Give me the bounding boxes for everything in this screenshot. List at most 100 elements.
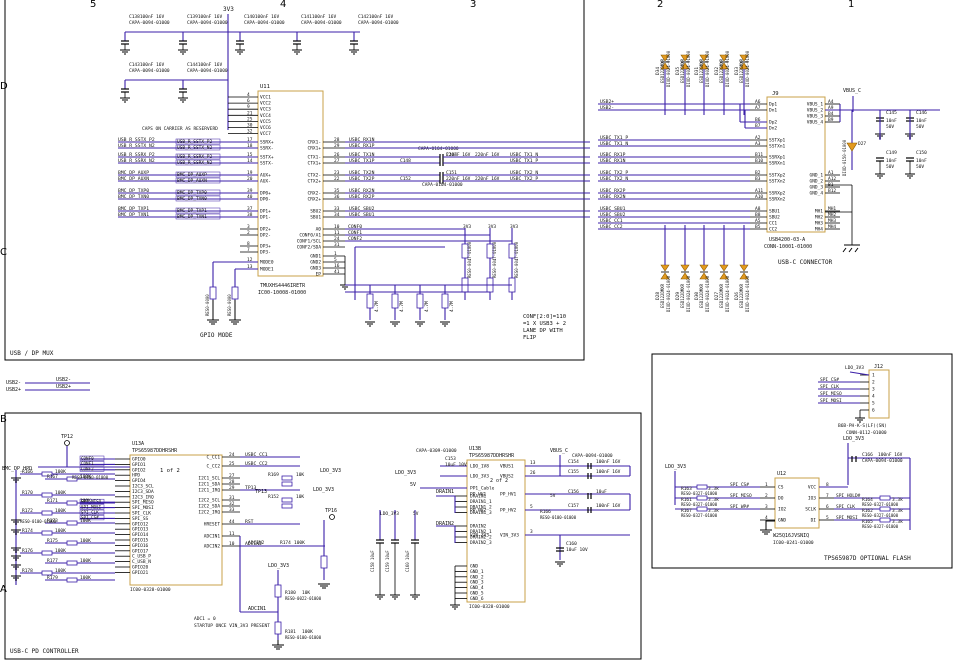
mux-right-net: USBC_SBU2 bbox=[349, 206, 375, 212]
flash-right-pin-name: SCLK bbox=[805, 507, 816, 513]
esd-part: ESD122DMXR bbox=[719, 283, 724, 308]
esd-ref: D29 bbox=[675, 292, 681, 300]
pd-res-val: 100K bbox=[80, 498, 91, 504]
tvs-diode bbox=[846, 142, 858, 152]
connector-right-pin-num: A12 bbox=[828, 176, 836, 182]
pd-left-pin-name: SPI_MISO bbox=[132, 500, 154, 506]
mux-left-pin-num: 15 bbox=[247, 152, 253, 158]
mux-right-pin-num: 24 bbox=[334, 236, 340, 242]
mux-series-cap-ref: C148 bbox=[400, 158, 411, 164]
mux-right-wiring: USBC_TX1_NUSBC_TX1_PUSBC_TX2_NUSBC_TX2_P… bbox=[345, 137, 590, 341]
mux-body bbox=[257, 90, 324, 277]
conf-note-3: LANE DP WITH bbox=[523, 328, 563, 334]
pd-drain-pin: DRAIN1_1 bbox=[470, 499, 492, 505]
mux-left-pin-num: 19 bbox=[247, 170, 253, 176]
pd-frame bbox=[4, 412, 642, 660]
flash-res-right-ref: R165 bbox=[862, 519, 873, 525]
mux-vcc-pin-num: 4 bbox=[247, 92, 250, 98]
mux-right-pin-name: CTX1- bbox=[308, 155, 322, 161]
pd-res-ref: R167 bbox=[47, 474, 58, 480]
pd-b-power-pin: LDO_1V8 bbox=[470, 464, 489, 470]
mux-right-pin-name: CRX1+ bbox=[308, 146, 322, 152]
usb2-in-plus: USB2+ bbox=[6, 387, 21, 393]
pd-b-hcap-ref: C155 bbox=[568, 469, 579, 475]
section-usb-dp-mux: USB / DP MUX bbox=[10, 350, 54, 357]
connector-left-pin-num: A3 bbox=[755, 141, 761, 147]
mux-cap-label: C143100nF 16V bbox=[129, 62, 165, 68]
pd-b-power-pin: PP_HV1 bbox=[470, 492, 487, 498]
mux-right-pin-name: CONF2/SDA bbox=[297, 245, 322, 251]
mux-cap-pn: CAPA-0094-01000 bbox=[301, 20, 342, 26]
pd-res-ref: R179 bbox=[47, 575, 58, 581]
usb2-in-minus: USB2- bbox=[6, 380, 21, 386]
mux-left-net-tag: BMC_DP_TXN0 bbox=[177, 196, 207, 202]
pd-gnd-pin: GND_1 bbox=[470, 569, 484, 575]
pd-gnd-pin: GND_3 bbox=[470, 580, 484, 586]
mux-left-net: BMC_DP_AUXN bbox=[118, 176, 149, 182]
grid-row-d: D bbox=[0, 81, 8, 92]
pd-left-net: CONF1 bbox=[81, 461, 94, 466]
mux-right-pin-name: CRX2- bbox=[308, 191, 322, 197]
mux-left-net: USB_R_SSTX_N2 bbox=[118, 143, 155, 149]
header-pin-num: 6 bbox=[872, 408, 875, 414]
mux-left-net-tag: USB_R_SSTX_P2 bbox=[177, 139, 213, 145]
pd-b-r166: R166 bbox=[540, 509, 551, 515]
section-optional-flash: TPS65987D OPTIONAL FLASH bbox=[824, 555, 911, 562]
pd-b-vbus: VBUS_C bbox=[550, 448, 568, 454]
esd-pn: DIOD-0024-01000 bbox=[666, 275, 671, 312]
mux-right-pin-num: 1 bbox=[334, 251, 337, 257]
pd-b-c160-val: 10uF 10V bbox=[566, 547, 588, 553]
pd-right-pin-name: C_CC1 bbox=[207, 455, 221, 461]
pd-controller-a: U13A TPS65987DDHRSHR IC00-0328-01000 1 o… bbox=[11, 441, 325, 612]
mux-right-pin-name: CONF1/SCL bbox=[297, 239, 322, 245]
pd-res-pn: RES0-0100-01000 bbox=[72, 475, 109, 480]
mux-right-net: USBC_TX1P bbox=[349, 158, 375, 164]
pd-b-refdes: U13B bbox=[469, 446, 481, 452]
mux-right-net: USBC_TX1N bbox=[349, 152, 375, 158]
pd-drain-pin: DRAIN2_1 bbox=[470, 529, 492, 535]
mux-left-net-tag: BMC_DP_TXP1 bbox=[177, 208, 207, 214]
mux-left-pin-num: 18 bbox=[247, 143, 253, 149]
pd-res-ref: R166 bbox=[22, 469, 33, 475]
mux-vcc-pin-name: VCC2 bbox=[260, 101, 271, 107]
mode-res-1: RES0-0000 bbox=[227, 294, 232, 316]
mux-right-net: USBC_SBU1 bbox=[349, 212, 375, 218]
flash-cap-pn: CAPA-0094-01000 bbox=[862, 458, 903, 464]
pd-res-val: 100K bbox=[55, 490, 66, 496]
pd-right-pin-name: C_CC2 bbox=[207, 464, 221, 470]
connector-right-pin-name: VBUS_3 bbox=[807, 114, 824, 120]
pd-left-pin-name: C_USB_N bbox=[132, 559, 151, 565]
flash-res-right-pn: RES0-0327-01000 bbox=[862, 513, 899, 518]
pd-right-pin-name: HRESET bbox=[204, 522, 221, 528]
flash-pn: IC00-0241-01000 bbox=[773, 540, 814, 546]
connector-left-net: USBC_RX2N bbox=[600, 194, 626, 200]
mux-right-net: USBC_RX2P bbox=[349, 194, 375, 200]
mux-cap-pn-2: CAPA-0104-01000 bbox=[422, 182, 463, 188]
pd-right-net: TP13 bbox=[245, 485, 256, 491]
esd-ref: D28 bbox=[655, 292, 661, 300]
esd-part: ESD122DMXR bbox=[719, 58, 724, 83]
mux-left-pin-num: 39 bbox=[247, 188, 253, 194]
mux-usbc-tx-net: USBC_TX2_N bbox=[510, 170, 538, 176]
connector-right-pin-num: A4 bbox=[828, 99, 834, 105]
pd-b-right-pin: PP_HV2 bbox=[500, 508, 517, 514]
mux-caps-note: CAPS ON CARRIER AS RESERVERD bbox=[142, 126, 218, 132]
connector-cap-val: 10nF bbox=[916, 118, 927, 124]
pd-left-pin-name: GPIO13 bbox=[132, 527, 149, 533]
flash-left-net: SPI_WP# bbox=[730, 504, 749, 510]
pd-right-pin-num: 25 bbox=[229, 461, 235, 467]
mux-right-pin-name: CTX2+ bbox=[308, 179, 322, 185]
mux-conf-net: CONF1 bbox=[348, 230, 362, 236]
mux-left-pin-num: 38 bbox=[247, 212, 253, 218]
pd-b-page: 2 of 2 bbox=[490, 478, 508, 484]
mux-left-pin-num: 7 bbox=[247, 247, 250, 253]
mux-usbc-tx-net: USBC_TX2_P bbox=[510, 176, 538, 182]
pd-b-pin-num: 3 bbox=[530, 529, 533, 535]
pd-left-pin-name: GPIO15 bbox=[132, 538, 149, 544]
flash-res-left-pn: RES0-0327-01000 bbox=[681, 513, 718, 518]
mux-left-net-tag: BMC_DP_AUXN bbox=[177, 178, 207, 184]
mux-cap-pn: CAPA-0094-01000 bbox=[358, 20, 399, 26]
connector-right-pin-name: GND_3 bbox=[810, 185, 824, 191]
mux-vcc-pin-name: VCC5 bbox=[260, 119, 271, 125]
